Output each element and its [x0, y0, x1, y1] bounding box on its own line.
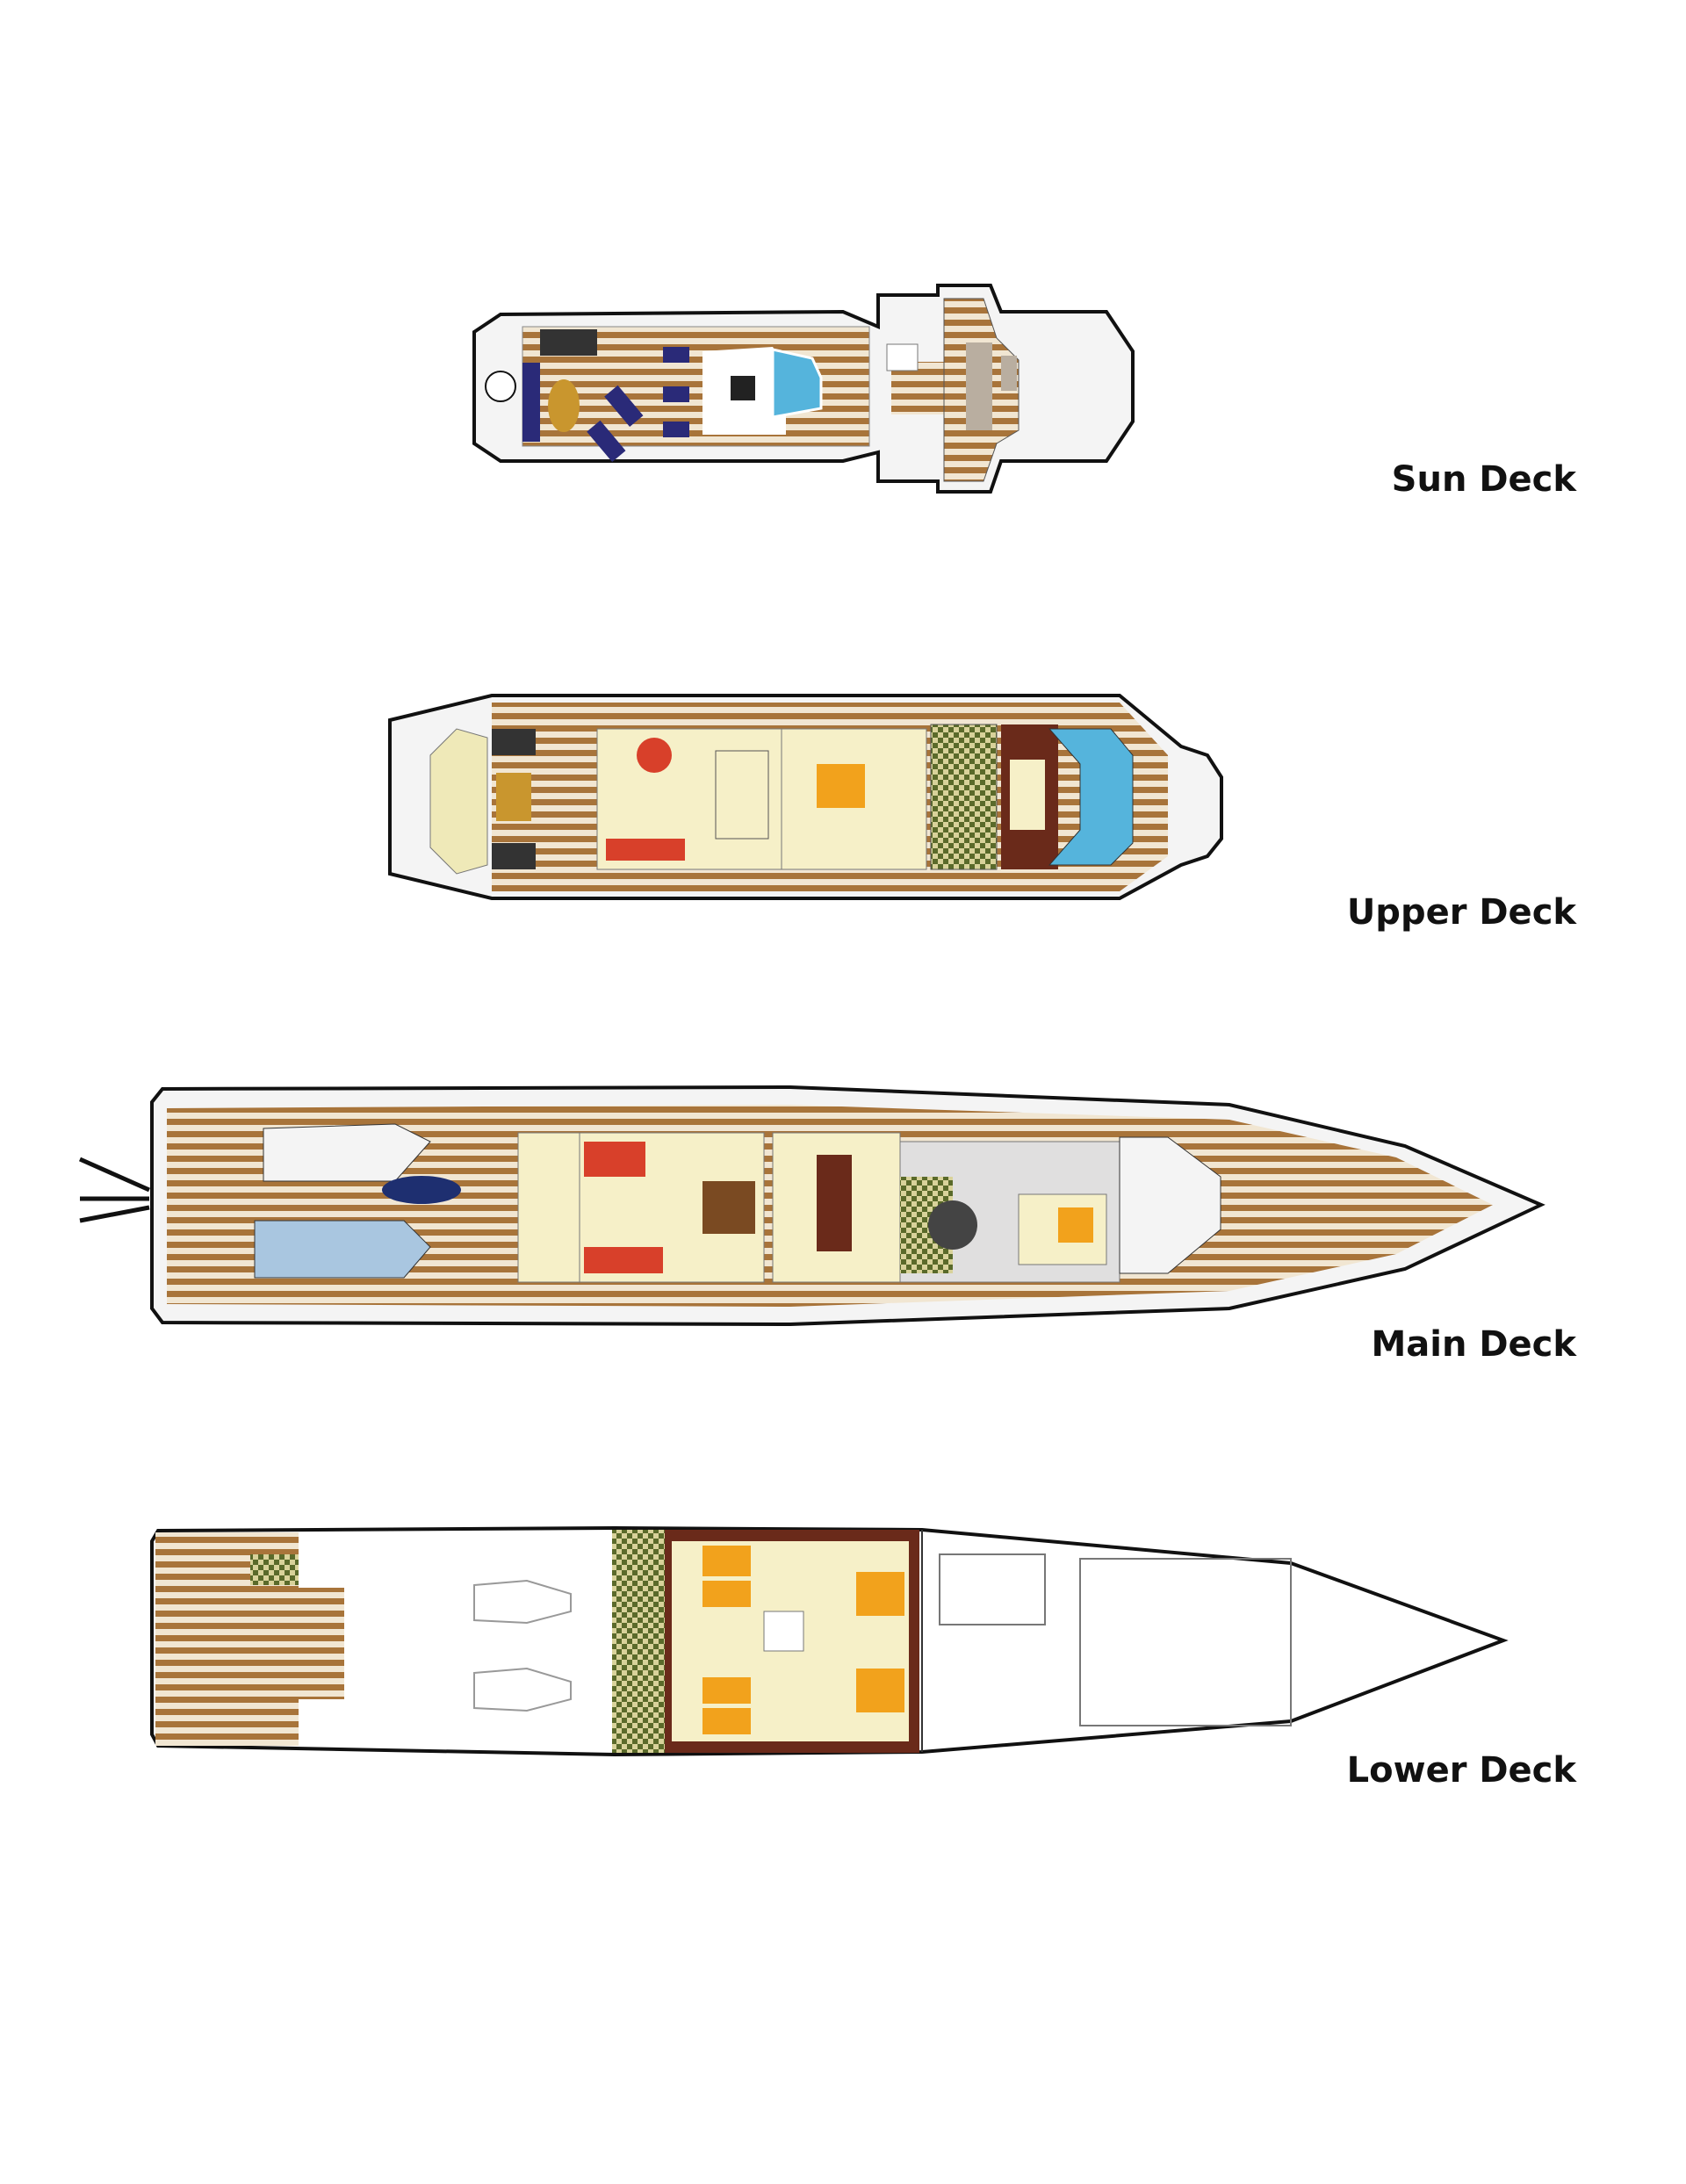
- sofa-icon: [522, 363, 540, 442]
- main-deck-label: Main Deck: [1371, 1324, 1576, 1365]
- sun-deck-label: Sun Deck: [1391, 459, 1576, 500]
- main-deck-plan: [78, 1085, 1546, 1327]
- lower-deck-plan: [150, 1525, 1509, 1757]
- table-icon: [548, 379, 580, 432]
- lower-deck-label: Lower Deck: [1346, 1750, 1576, 1791]
- upper-deck-plan: [388, 694, 1223, 900]
- upper-deck-label: Upper Deck: [1346, 892, 1576, 933]
- sun-deck-plan: [472, 284, 1135, 494]
